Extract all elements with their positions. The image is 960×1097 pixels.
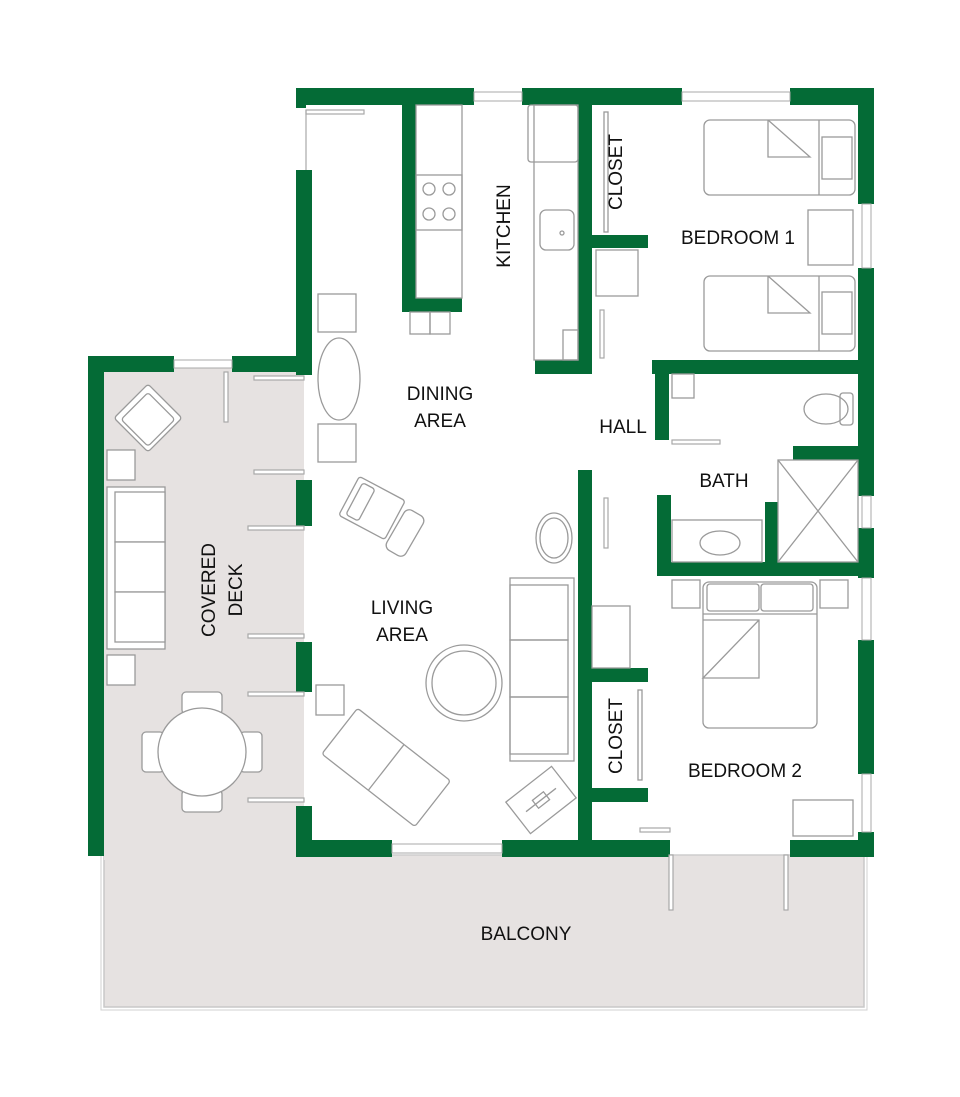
bedroom-1-label: BEDROOM 1 [681, 228, 795, 249]
windows [173, 91, 872, 854]
dining-label-line2: AREA [414, 411, 466, 432]
balcony-railing [100, 854, 868, 1011]
closet-2-label: CLOSET [606, 698, 627, 774]
balcony-floor [103, 854, 865, 1008]
living-label-line1: LIVING [371, 598, 433, 619]
bedroom-2-label: BEDROOM 2 [688, 761, 802, 782]
hall-label: HALL [599, 417, 647, 438]
bath-fixtures [671, 373, 859, 563]
dining-set [317, 293, 361, 463]
bedroom-1-furniture [595, 111, 856, 352]
dining-label-line1: DINING [407, 384, 474, 405]
walls [88, 88, 874, 857]
covered-deck-label-line1: COVERED [199, 543, 220, 637]
bedroom-2-furniture [591, 579, 854, 837]
closet-1-label: CLOSET [606, 134, 627, 210]
living-label-line2: AREA [376, 625, 428, 646]
bath-label: BATH [699, 471, 748, 492]
deck-furniture [106, 384, 263, 813]
balcony-label: BALCONY [481, 924, 572, 945]
kitchen-fixtures [409, 104, 579, 361]
kitchen-label: KITCHEN [494, 184, 515, 267]
sliding-doors [223, 109, 789, 911]
living-furniture [315, 476, 578, 835]
covered-deck-label-line2: DECK [226, 563, 247, 616]
